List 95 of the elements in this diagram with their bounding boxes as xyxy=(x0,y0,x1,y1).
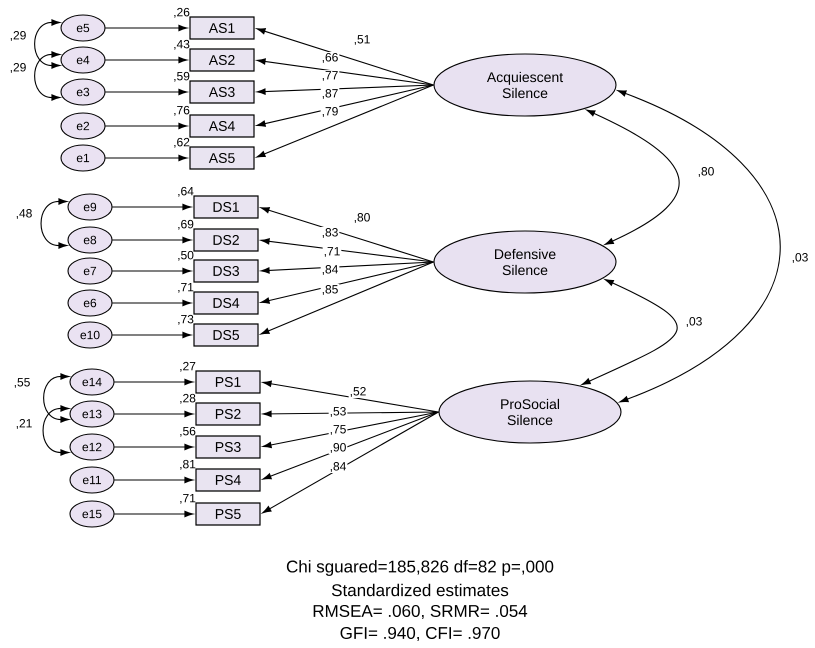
arrow xyxy=(106,24,188,32)
estimate-label: ,62 xyxy=(174,138,190,148)
indicator-box: AS4 xyxy=(189,114,255,138)
indicator-box: AS3 xyxy=(189,80,255,104)
arrow xyxy=(582,279,678,385)
indicator-box: DS4 xyxy=(193,291,259,315)
estimate-label: ,27 xyxy=(180,362,196,372)
note-text: GFI= .940, CFI= .970 xyxy=(340,626,500,642)
arrow xyxy=(106,88,188,96)
indicator-box: DS1 xyxy=(193,195,259,219)
arrow xyxy=(34,19,60,69)
edge-label: ,87 xyxy=(320,88,340,100)
edge-label: ,84 xyxy=(328,461,348,473)
arrow xyxy=(112,300,192,306)
edge-label: ,03 xyxy=(790,252,810,264)
edge-label: ,66 xyxy=(320,52,340,64)
arrow xyxy=(262,380,439,413)
arrow xyxy=(42,405,70,456)
arrow xyxy=(260,207,434,263)
arrow xyxy=(114,476,194,484)
indicator-box: AS1 xyxy=(189,16,255,40)
edge-label: ,71 xyxy=(322,246,342,258)
estimate-label: ,56 xyxy=(180,426,196,437)
estimate-label: ,28 xyxy=(180,394,196,404)
arrow xyxy=(112,268,192,274)
edge-label: ,83 xyxy=(320,227,340,239)
indicator-box: PS4 xyxy=(195,468,261,492)
arrow xyxy=(260,238,434,263)
indicator-box: PS2 xyxy=(195,402,261,426)
edge-label: ,80 xyxy=(696,166,716,178)
edge-label: ,53 xyxy=(328,406,348,418)
arrow xyxy=(262,410,438,418)
note-text: Chi sguared=185,826 df=82 p=,000 xyxy=(286,560,554,576)
estimate-label: ,26 xyxy=(174,8,190,18)
arrow xyxy=(106,56,188,64)
arrow xyxy=(112,236,192,244)
arrow xyxy=(617,90,781,402)
indicator-box: DS3 xyxy=(193,259,259,283)
edge-label: ,84 xyxy=(320,264,340,276)
indicator-box: PS5 xyxy=(195,502,261,526)
arrow xyxy=(112,204,192,210)
arrow xyxy=(114,410,194,418)
arrow xyxy=(256,84,434,127)
arrow xyxy=(256,58,434,86)
arrow xyxy=(260,261,434,304)
arrow xyxy=(106,154,188,162)
arrow xyxy=(586,110,680,245)
edge-label: ,52 xyxy=(348,386,368,398)
arrow xyxy=(114,378,194,386)
arrow xyxy=(260,262,434,335)
estimate-label: ,64 xyxy=(178,186,194,197)
edge-label: ,55 xyxy=(12,377,32,389)
edge-label: ,85 xyxy=(320,284,340,296)
edge-label: ,03 xyxy=(684,316,704,328)
arrow xyxy=(262,412,439,514)
edge-label: ,90 xyxy=(328,442,348,454)
note-text: RMSEA= .060, SRMR= .054 xyxy=(314,604,528,620)
estimate-label: ,69 xyxy=(178,220,194,230)
estimate-label: ,43 xyxy=(174,40,190,50)
arrow xyxy=(40,198,68,249)
estimate-label: ,59 xyxy=(174,72,190,82)
indicator-box: DS2 xyxy=(193,228,259,252)
arrow xyxy=(262,411,439,480)
arrow xyxy=(43,373,70,423)
estimate-label: ,71 xyxy=(178,283,194,293)
arrow xyxy=(106,122,188,130)
indicator-box: PS3 xyxy=(195,435,261,459)
indicator-box: AS5 xyxy=(189,146,255,170)
estimate-label: ,50 xyxy=(178,250,194,261)
arrow xyxy=(114,444,194,450)
estimate-label: ,71 xyxy=(180,494,196,504)
indicator-box: AS2 xyxy=(189,48,255,72)
edge-label: ,51 xyxy=(352,34,372,46)
arrow xyxy=(34,51,60,101)
estimate-label: ,73 xyxy=(178,314,194,325)
edge-label: ,80 xyxy=(352,212,372,224)
arrow xyxy=(256,28,434,86)
estimate-label: ,76 xyxy=(174,106,190,116)
arrow xyxy=(114,510,194,518)
edge-label: ,77 xyxy=(320,70,340,82)
edge-label: ,21 xyxy=(14,418,34,430)
arrow xyxy=(260,261,434,274)
edge-label: ,48 xyxy=(14,208,34,220)
edge-label: ,29 xyxy=(8,30,28,42)
estimate-label: ,81 xyxy=(180,460,196,470)
edge-label: ,29 xyxy=(8,62,28,74)
arrow xyxy=(256,84,434,95)
edge-label: ,75 xyxy=(328,424,348,436)
indicator-box: PS1 xyxy=(195,370,261,394)
edge-label: ,79 xyxy=(320,106,340,118)
note-text: Standardized estimates xyxy=(332,584,508,596)
arrow xyxy=(112,332,192,338)
arrow xyxy=(262,411,439,448)
indicator-box: DS5 xyxy=(193,323,259,347)
arrow xyxy=(256,84,434,158)
